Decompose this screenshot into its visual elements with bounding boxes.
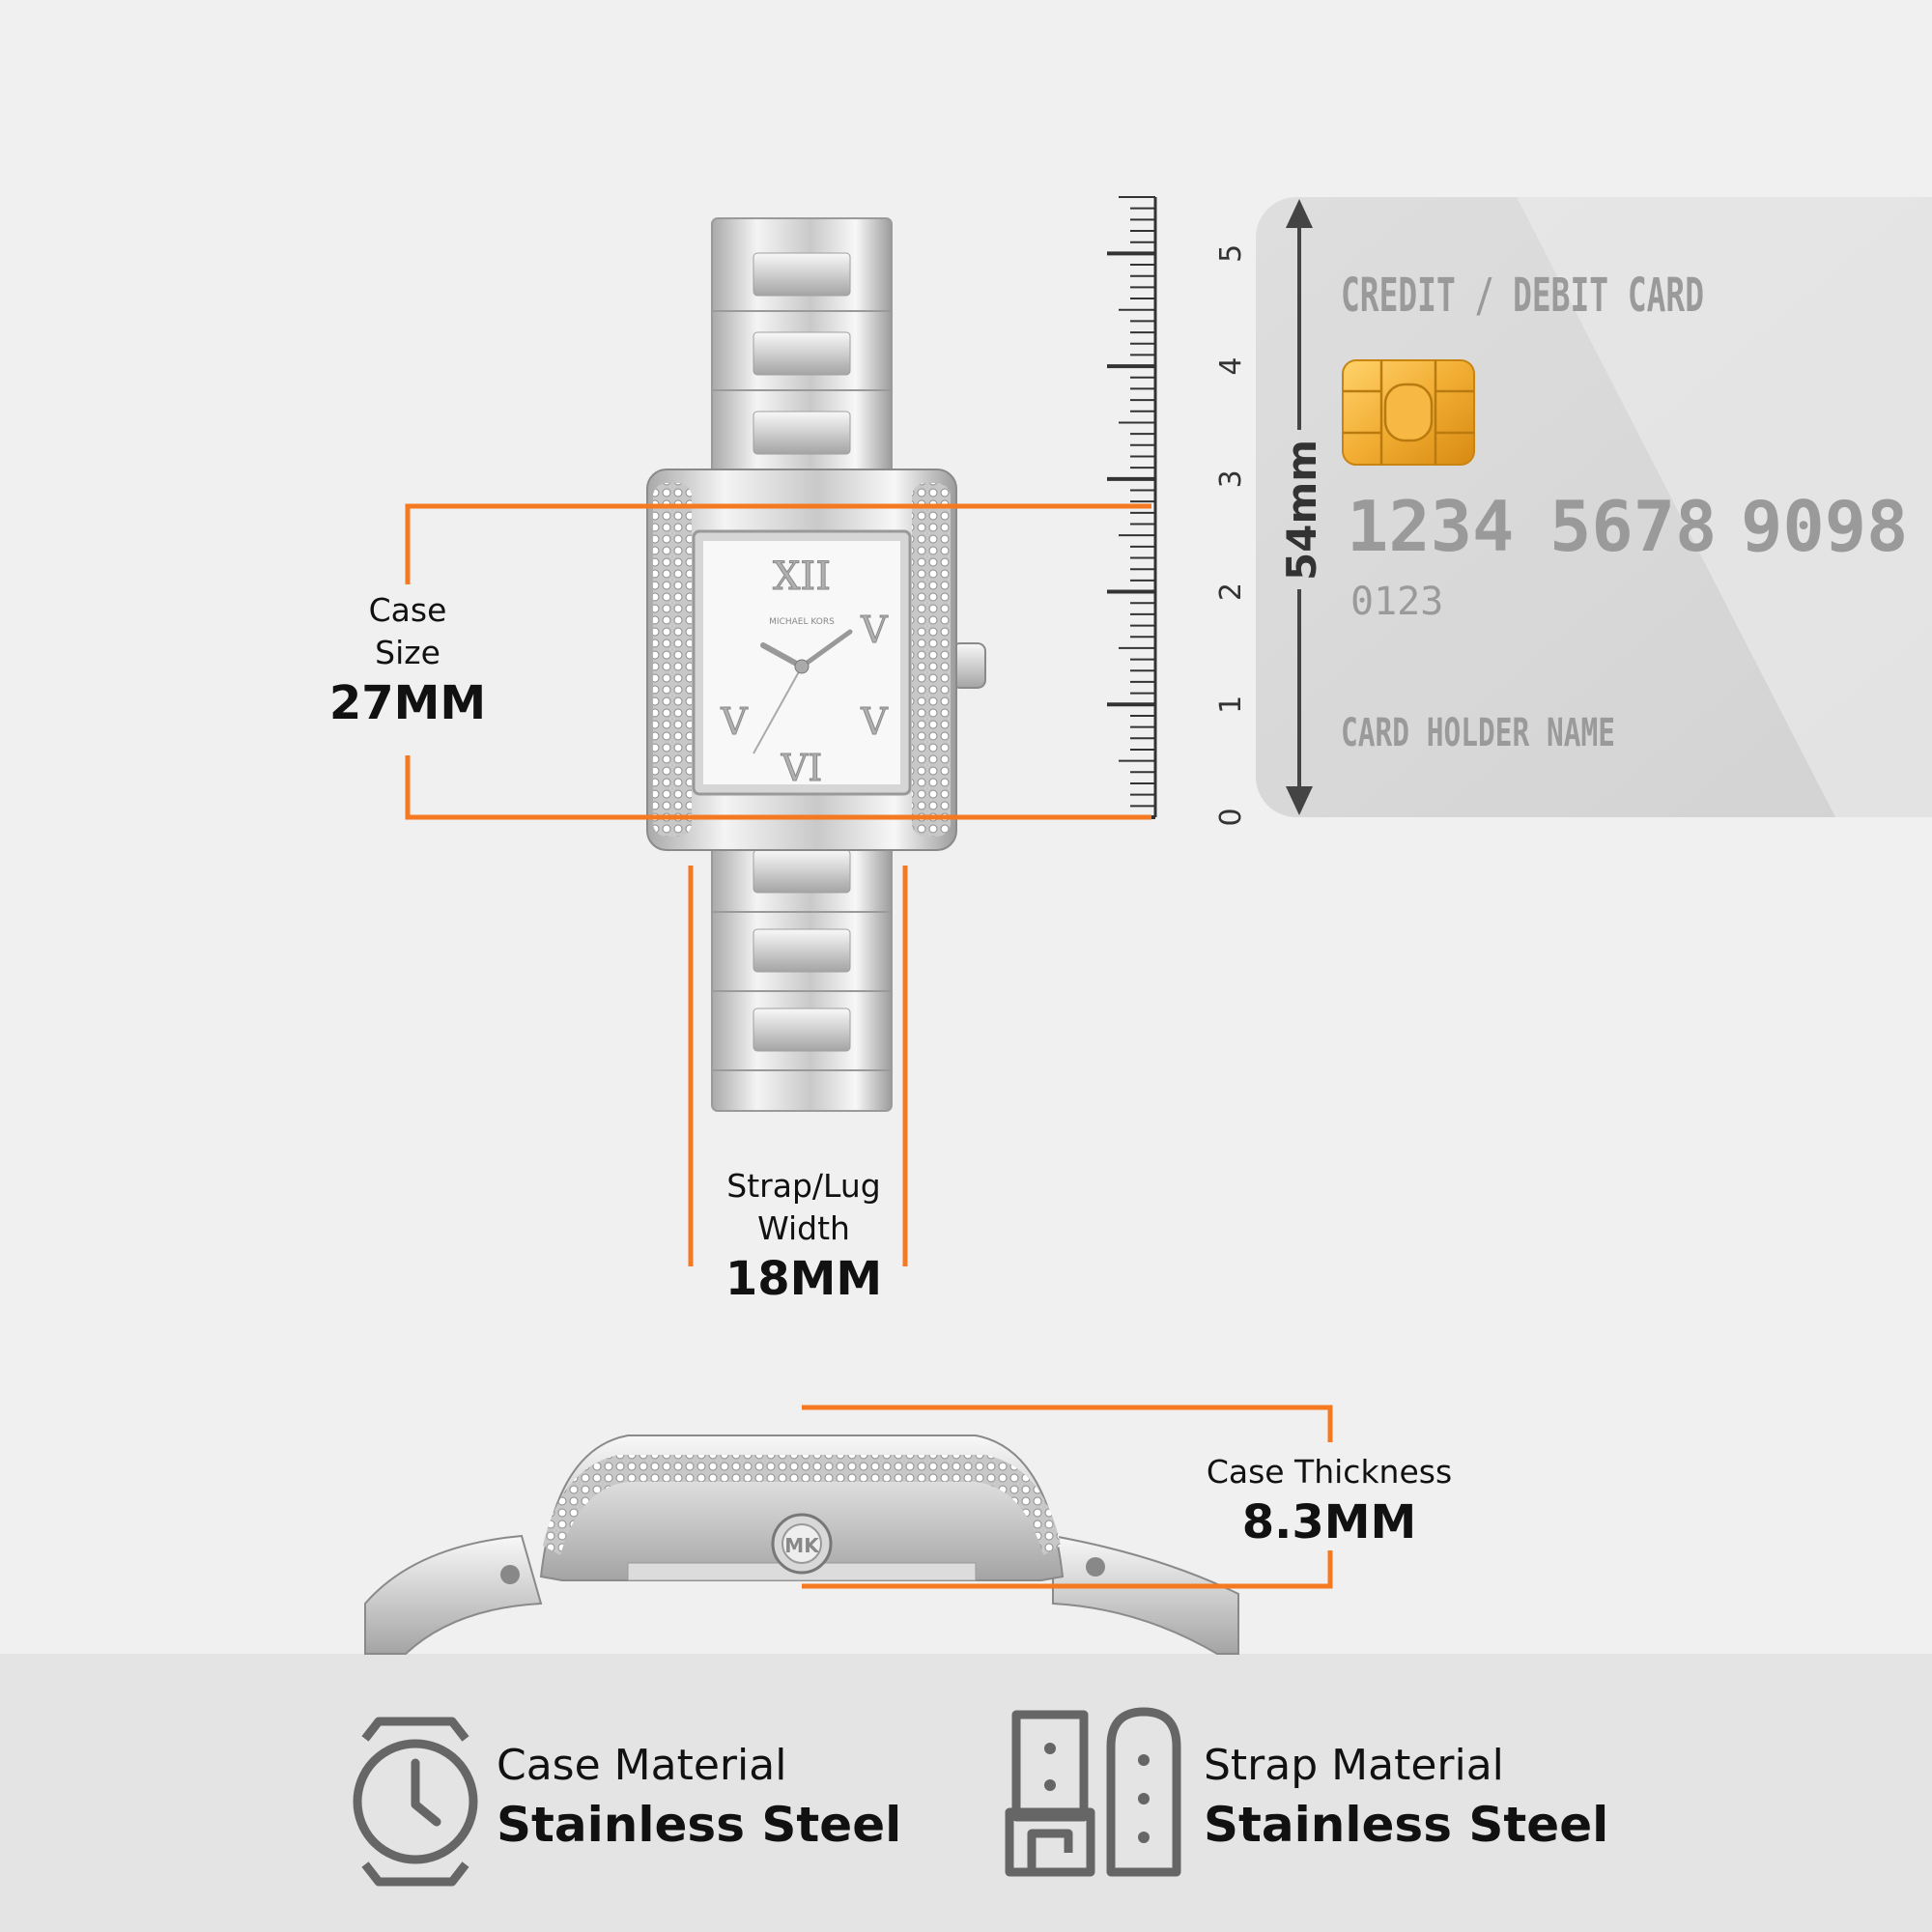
- watch-strap-icon: [1005, 1707, 1181, 1877]
- case-material-label: Case Material: [497, 1741, 787, 1790]
- strap-material-label: Strap Material: [1204, 1741, 1504, 1790]
- case-size-label-line1: Case: [368, 591, 447, 629]
- card-holder-name: CARD HOLDER NAME: [1341, 711, 1615, 755]
- card-height-arrow: [1286, 199, 1313, 815]
- card-number-group-1: 1234: [1347, 486, 1514, 567]
- case-size-guide-bottom: [405, 755, 1151, 820]
- watch-side-view: MK: [364, 1435, 1239, 1655]
- case-material: Case Material Stainless Steel: [497, 1737, 901, 1855]
- ruler-label: 2: [1214, 582, 1248, 601]
- strap-width-value: 18MM: [724, 1252, 883, 1306]
- upper-bracelet: [711, 217, 893, 476]
- dial-brand: MICHAEL KORS: [769, 617, 835, 627]
- pave-right: [912, 483, 951, 837]
- dimension-guides: [405, 503, 1333, 1589]
- strap-material-value: Stainless Steel: [1204, 1797, 1609, 1853]
- card-sub-number: 0123: [1350, 580, 1443, 624]
- lower-bracelet: [711, 830, 893, 1112]
- case-size-label-line2: Size: [375, 634, 440, 671]
- case-size-guide-top: [405, 503, 1151, 584]
- watch-crown: [952, 642, 986, 689]
- ruler-label: 5: [1214, 244, 1248, 263]
- thickness-guide-bottom: [802, 1550, 1333, 1589]
- card-title: CREDIT / DEBIT CARD: [1341, 269, 1704, 323]
- case-material-value: Stainless Steel: [497, 1797, 902, 1853]
- card-number-group-2: 5678: [1549, 486, 1717, 567]
- side-pave: [543, 1455, 1061, 1555]
- side-bracelet-left: [364, 1534, 543, 1655]
- crown-logo: MK: [784, 1534, 820, 1557]
- case-thickness-label-text: Case Thickness: [1206, 1453, 1453, 1491]
- card-number-group-3: 9098: [1741, 486, 1908, 567]
- numeral-6: VI: [781, 747, 822, 789]
- strap-width-label: Strap/Lug Width 18MM: [688, 1165, 920, 1308]
- case-thickness-label: Case Thickness 8.3MM: [1194, 1451, 1464, 1551]
- ruler: 0 1 2 3 4 5: [1107, 196, 1248, 827]
- pave-left: [653, 483, 692, 837]
- strap-material: Strap Material Stainless Steel: [1204, 1737, 1608, 1855]
- credit-card-reference: CREDIT / DEBIT CARD 1234 5678 9098 0123 …: [1256, 197, 1932, 817]
- hour-hand: [760, 642, 805, 669]
- second-hand: [753, 666, 803, 754]
- watch-front-view: XII VI V V V MICHAEL KORS: [646, 217, 986, 1112]
- thickness-guide-top: [802, 1405, 1333, 1442]
- watch-case-icon: [353, 1717, 478, 1887]
- strap-width-label-line2: Width: [757, 1209, 850, 1247]
- card-height-label: 54mm: [1278, 440, 1325, 581]
- case-size-label: Case Size 27MM: [311, 589, 504, 732]
- side-bracelet-right: [1052, 1534, 1239, 1655]
- card-glare: [1517, 197, 1932, 817]
- numeral-12: XII: [773, 554, 831, 599]
- ruler-label: 0: [1214, 808, 1248, 826]
- numeral-8: V: [720, 700, 748, 743]
- ruler-label: 4: [1214, 357, 1248, 376]
- ruler-label: 1: [1214, 696, 1248, 714]
- strap-width-label-line1: Strap/Lug: [726, 1167, 881, 1205]
- card-chip-icon: [1342, 359, 1475, 466]
- numeral-4: V: [860, 700, 888, 743]
- minute-hand: [799, 629, 853, 669]
- side-screw-right: [1086, 1557, 1105, 1577]
- numeral-2: V: [860, 609, 888, 651]
- case-thickness-value: 8.3MM: [1241, 1495, 1417, 1549]
- case-size-value: 27MM: [328, 676, 487, 730]
- hand-pivot: [794, 659, 810, 674]
- side-screw-left: [500, 1565, 520, 1584]
- ruler-label: 3: [1214, 469, 1248, 488]
